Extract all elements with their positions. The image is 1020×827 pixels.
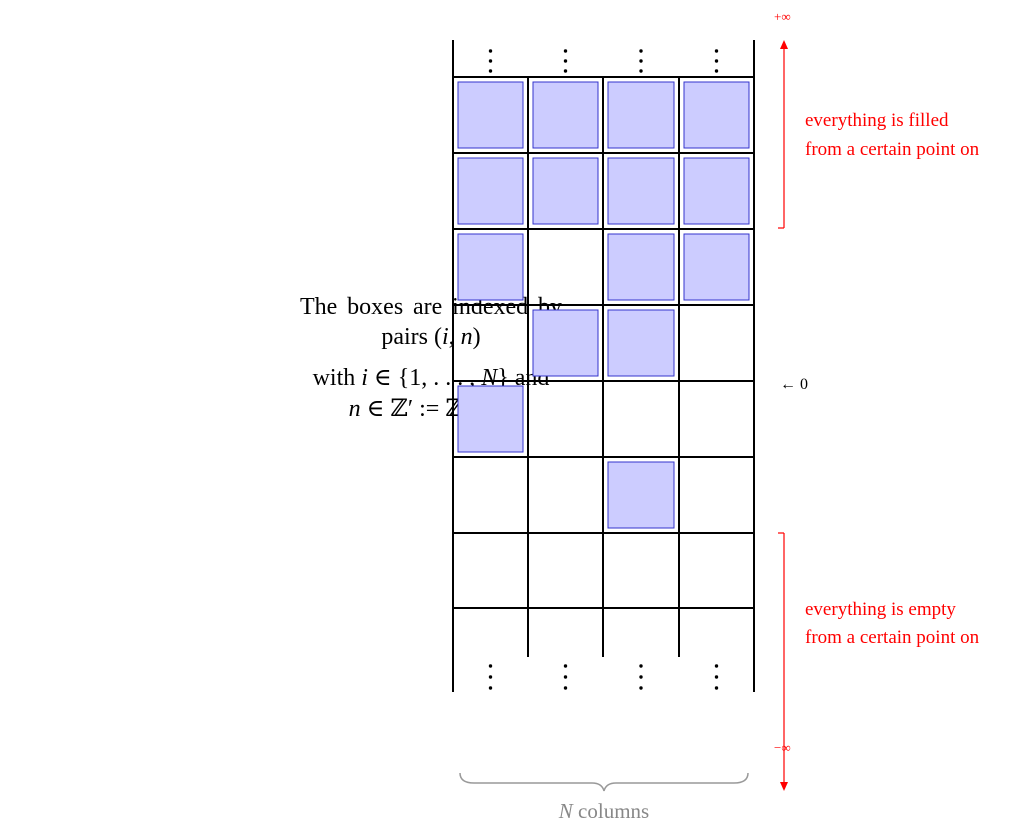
ellipsis-marks — [488, 49, 719, 690]
grid-lines — [452, 40, 755, 692]
bottom-ellipsis — [639, 664, 643, 690]
filled-boxes — [457, 81, 750, 529]
filled-box — [457, 81, 524, 149]
plus-infinity-arrow — [778, 40, 788, 229]
minus-infinity-label: −∞ — [774, 740, 791, 755]
top-ellipsis — [639, 49, 643, 73]
filled-box — [607, 309, 675, 377]
top-ellipsis — [563, 49, 568, 73]
filled-box — [683, 81, 750, 149]
plus-infinity-label: +∞ — [774, 9, 791, 24]
filled-box — [457, 385, 524, 453]
filled-box — [457, 233, 524, 301]
filled-box — [532, 309, 599, 377]
filled-box — [683, 157, 750, 225]
empty-annotation-line2: from a certain point on — [805, 627, 980, 648]
filled-box — [607, 461, 675, 529]
filled-box — [607, 157, 675, 225]
bottom-ellipsis — [563, 664, 568, 690]
empty-annotation-line1: everything is empty — [805, 599, 956, 620]
filled-annotation-line1: everything is filled — [805, 110, 949, 131]
bottom-ellipsis — [488, 664, 493, 690]
filled-box — [457, 157, 524, 225]
zero-marker: ← 0 — [780, 376, 808, 393]
minus-infinity-arrow — [778, 532, 788, 791]
top-ellipsis — [488, 49, 493, 73]
top-ellipsis — [714, 49, 719, 73]
filled-box — [532, 81, 599, 149]
filled-box — [683, 233, 750, 301]
columns-brace — [459, 772, 749, 792]
bottom-ellipsis — [714, 664, 719, 690]
filled-annotation-line2: from a certain point on — [805, 139, 980, 160]
filled-box — [607, 81, 675, 149]
filled-box — [532, 157, 599, 225]
filled-box — [607, 233, 675, 301]
columns-label: N columns — [558, 799, 649, 823]
